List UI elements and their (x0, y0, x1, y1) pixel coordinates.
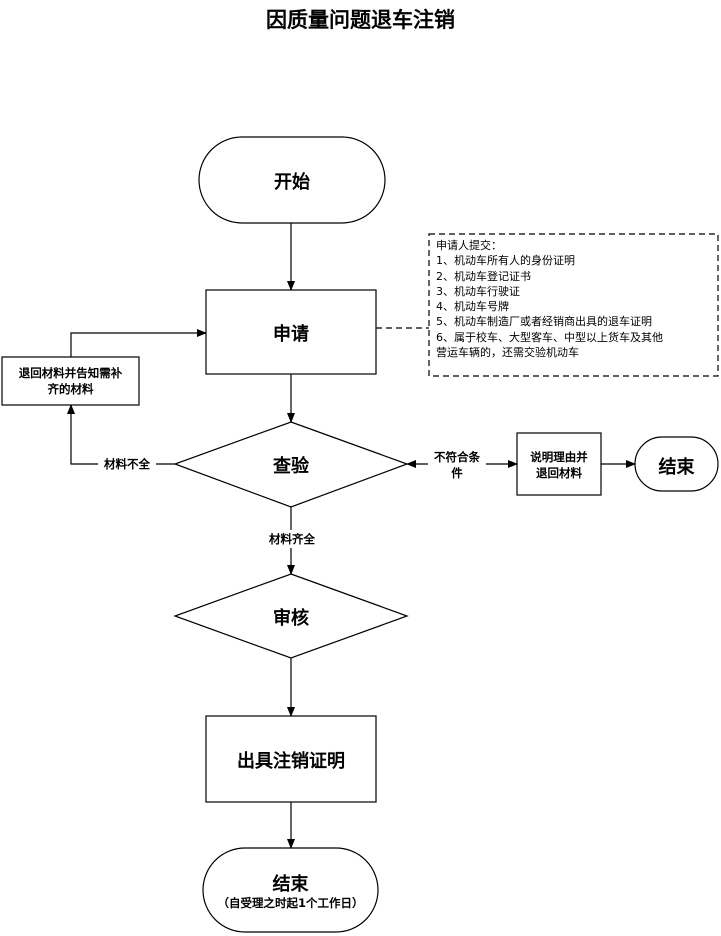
side-end-label: 结束 (658, 457, 695, 478)
edge-label-not-eligible-2: 件 (451, 466, 463, 480)
annotation-item: 营运车辆的，还需交验机动车 (436, 346, 579, 360)
end-note: （自受理之时起1个工作日） (217, 896, 364, 910)
annotation-item: 5、机动车制造厂或者经销商出具的退车证明 (436, 315, 652, 329)
review-label: 审核 (273, 608, 309, 629)
annotation-item: 1、机动车所有人的身份证明 (436, 254, 575, 268)
annotation-item: 3、机动车行驶证 (436, 284, 520, 298)
start-terminal (198, 136, 386, 224)
end-label: 结束 (272, 874, 309, 895)
diagram-title: 因质量问题退车注销 (266, 7, 455, 32)
annotation-text: 申请人提交： 1、机动车所有人的身份证明 2、机动车登记证书 3、机动车行驶证 … (436, 238, 663, 360)
annotation-item: 2、机动车登记证书 (436, 269, 531, 283)
annotation-item: 4、机动车号牌 (436, 300, 509, 314)
start-label: 开始 (274, 172, 310, 193)
issue-certificate-label: 出具注销证明 (237, 751, 345, 772)
explain-return-line2: 退回材料 (536, 466, 582, 480)
edge-label-not-eligible-1: 不符合条 (428, 449, 486, 465)
edge-return-apply (70, 329, 207, 357)
return-supplement-line2: 齐的材料 (47, 382, 94, 396)
apply-process (205, 289, 377, 375)
annotation-heading: 申请人提交： (436, 239, 502, 252)
return-supplement-process (1, 356, 140, 406)
apply-label: 申请 (273, 324, 309, 345)
issue-certificate-process (205, 715, 377, 803)
annotation-item: 6、属于校车、大型客车、中型以上货车及其他 (436, 330, 663, 344)
return-supplement-line1: 退回材料并告知需补 (18, 366, 123, 380)
explain-return-process (516, 432, 602, 496)
edge-label-complete: 材料齐全 (269, 532, 315, 546)
annotation-box (428, 233, 719, 377)
explain-return-line1: 说明理由并 (530, 450, 588, 464)
edge-label-incomplete: 材料不全 (104, 457, 150, 471)
inspect-label: 查验 (273, 456, 309, 477)
